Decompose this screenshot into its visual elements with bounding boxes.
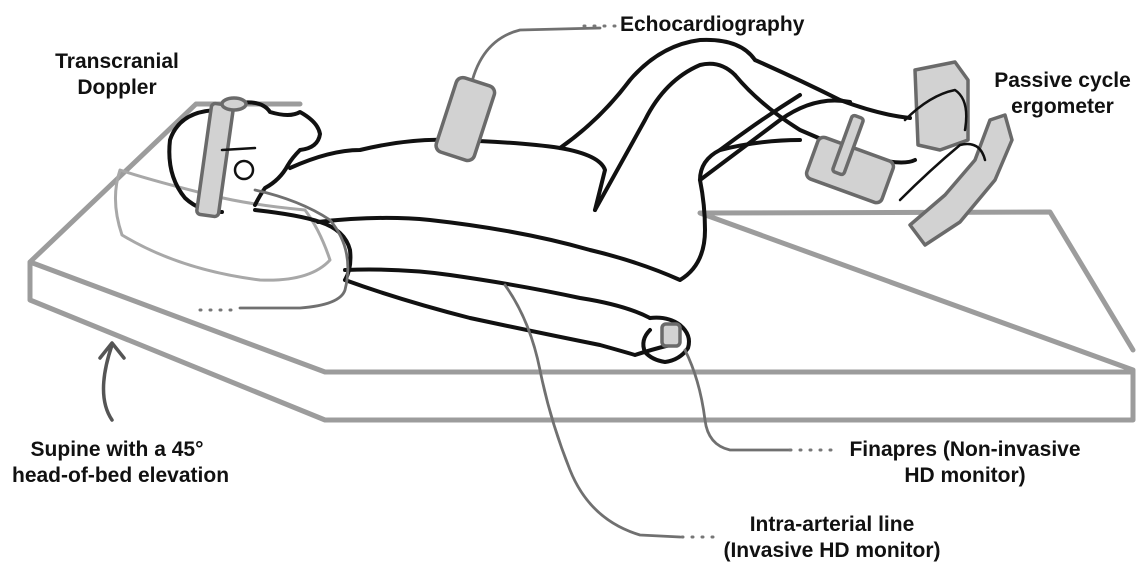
echo-probe-body <box>434 76 496 163</box>
finapres-cable <box>685 350 790 450</box>
finapres-device <box>662 324 790 450</box>
label-echocardiography: Echocardiography <box>620 12 804 38</box>
label-supine-elevation: Supine with a 45° head-of-bed elevation <box>12 437 222 489</box>
finapres-cuff <box>662 324 680 346</box>
label-intra-arterial: Intra-arterial line (Invasive HD monitor… <box>712 512 952 562</box>
label-echocardiography-text: Echocardiography <box>620 12 804 38</box>
label-finapres-line1: Finapres (Non-invasive <box>840 437 1090 463</box>
label-finapres-line2: HD monitor) <box>840 463 1090 489</box>
patient-thigh-bottom <box>595 64 735 210</box>
patient-face <box>240 102 320 205</box>
label-transcranial-doppler-line1: Transcranial <box>52 49 182 75</box>
label-intra-arterial-line1: Intra-arterial line <box>712 512 952 538</box>
doppler-eye-sensor <box>235 161 253 179</box>
elevation-arrow <box>100 343 124 420</box>
echo-cable <box>470 28 600 90</box>
label-supine-line1: Supine with a 45° <box>12 437 222 463</box>
label-transcranial-doppler-line2: Doppler <box>52 75 182 101</box>
cycle-ergometer <box>805 62 1012 245</box>
label-finapres: Finapres (Non-invasive HD monitor) <box>840 437 1090 489</box>
label-passive-cycle-line1: Passive cycle <box>990 68 1135 94</box>
label-transcranial-doppler: Transcranial Doppler <box>52 49 182 101</box>
doppler-probe-top <box>222 98 246 110</box>
patient-figure <box>169 40 915 362</box>
label-intra-arterial-line2: (Invasive HD monitor) <box>712 538 952 562</box>
label-passive-cycle-ergometer: Passive cycle ergometer <box>990 68 1135 120</box>
intra-arterial-cable <box>505 285 680 537</box>
label-passive-cycle-line2: ergometer <box>990 94 1135 120</box>
patient-arm-lower <box>345 280 670 355</box>
label-supine-line2: head-of-bed elevation <box>12 463 222 489</box>
patient-thigh-top <box>560 40 755 148</box>
